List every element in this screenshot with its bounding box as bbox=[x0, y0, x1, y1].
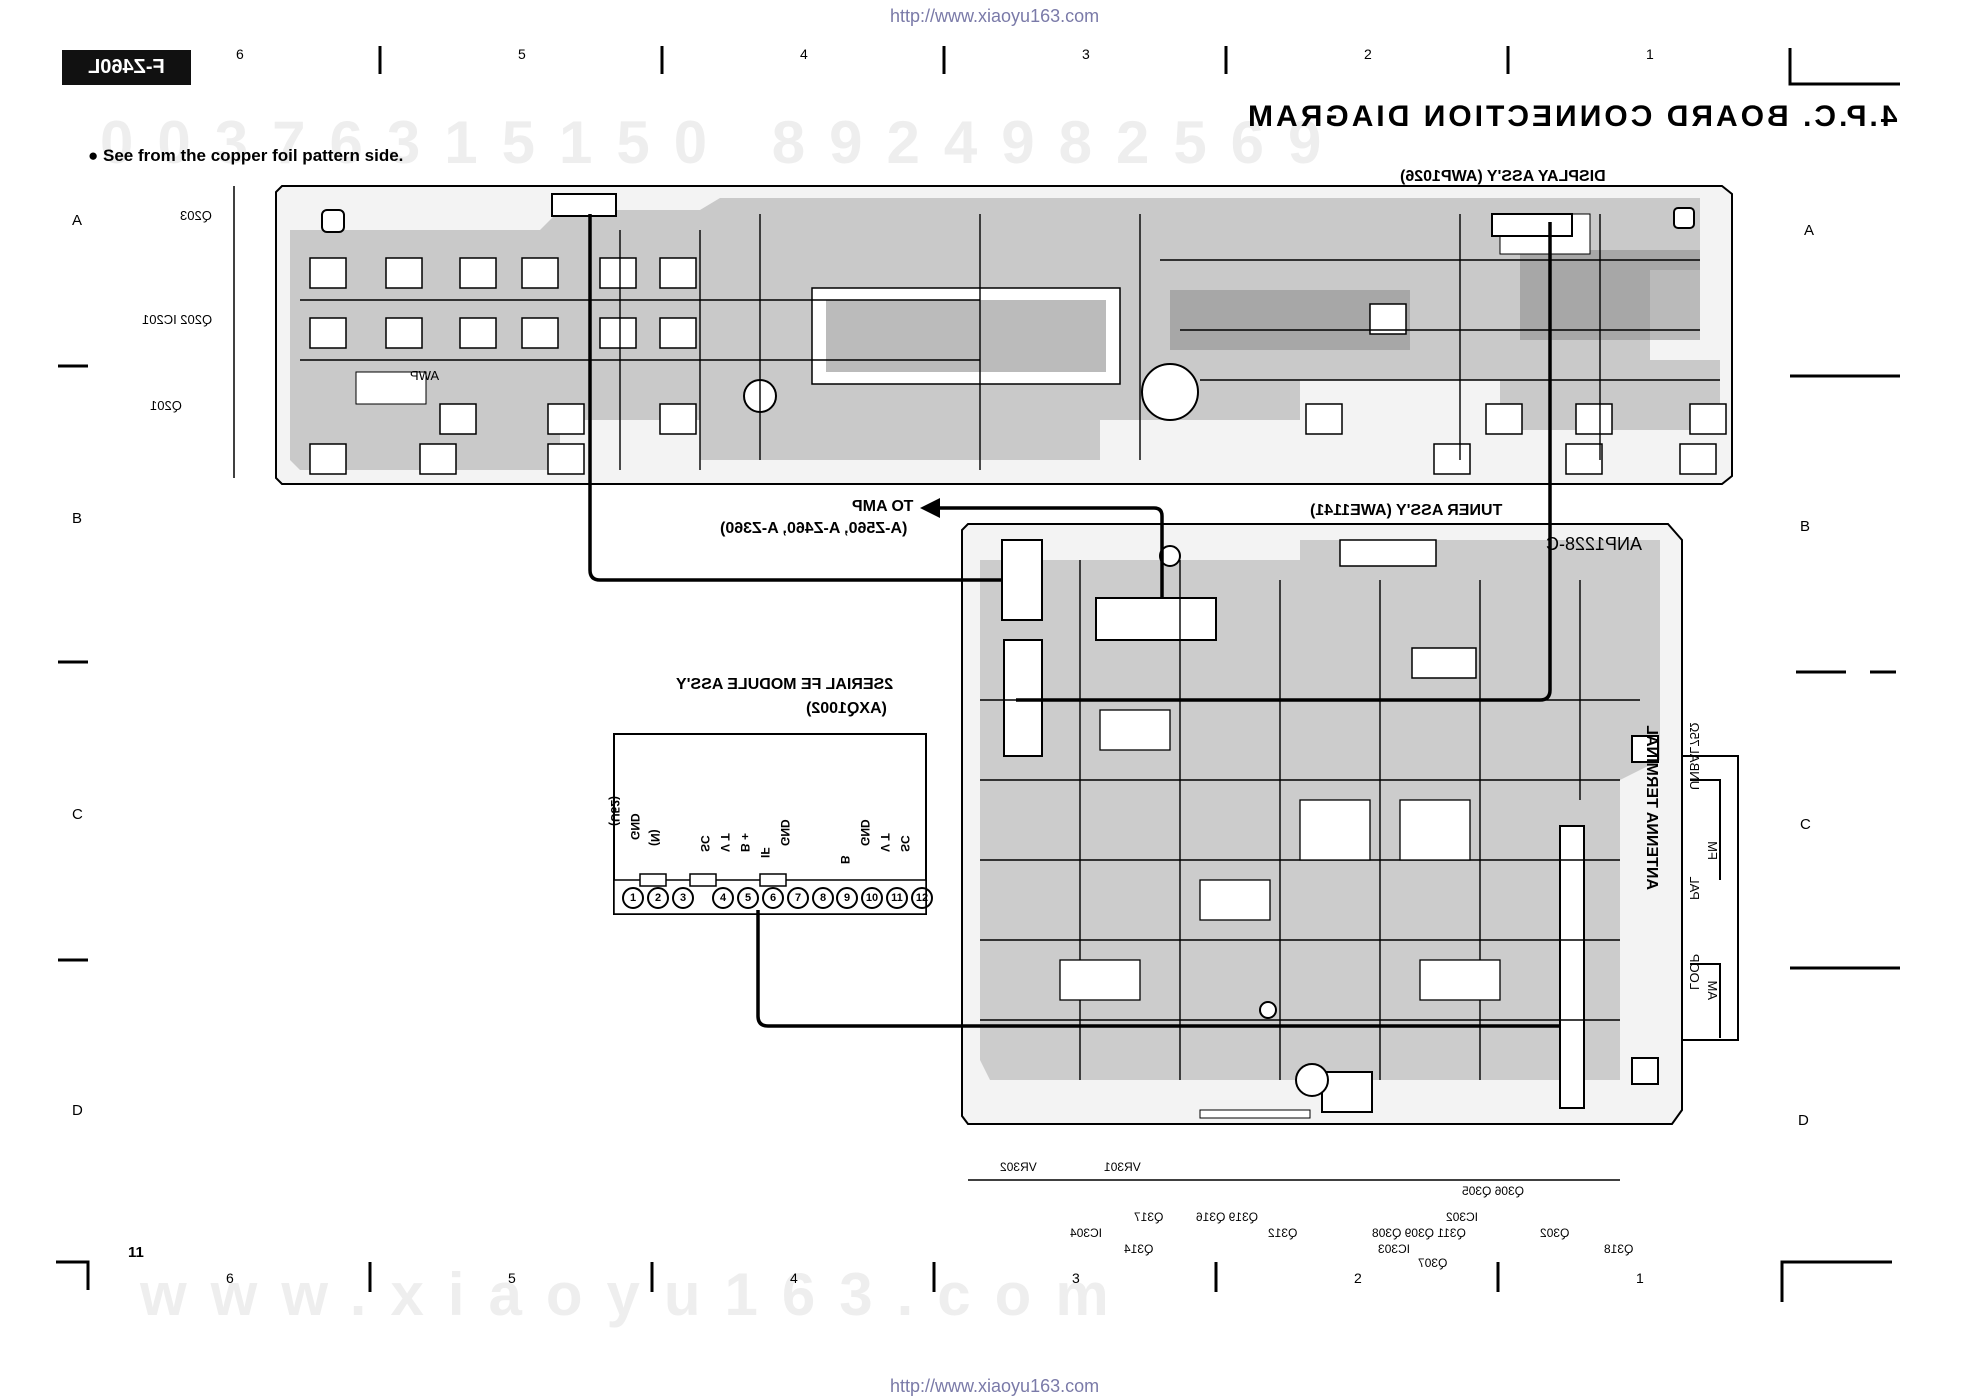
fe-pin-label-g3-0: B bbox=[838, 855, 852, 864]
fe-pin-3: 3 bbox=[672, 887, 694, 909]
fe-pin-12: 12 bbox=[911, 887, 933, 909]
ref-ic304: IC304 bbox=[1070, 1226, 1103, 1240]
tuner-assy-label: TUNER ASS'Y (AWE1141) bbox=[1310, 502, 1503, 519]
fe-pin-label-g1-2: (N) bbox=[648, 829, 662, 846]
ref-q307: Q307 bbox=[1418, 1256, 1448, 1270]
fe-pin-10: 10 bbox=[861, 887, 883, 909]
tuner-board-marking: ANP1228-C bbox=[1546, 534, 1643, 554]
fe-module-title: 2SERIAL FE MODULE ASS'Y bbox=[676, 676, 894, 693]
page-number: 11 bbox=[128, 1244, 144, 1261]
ref-q317: Q317 bbox=[1134, 1210, 1164, 1224]
grid-bottom-1: 1 bbox=[1636, 1270, 1644, 1286]
ref-q311-q309-q308: Q311 Q309 Q308 bbox=[1372, 1226, 1466, 1240]
fe-pin-8: 8 bbox=[812, 887, 834, 909]
cable-fe-to-tuner bbox=[756, 910, 1560, 1028]
grid-bottom-6: 6 bbox=[226, 1270, 234, 1286]
right-border-ticks bbox=[1790, 374, 1900, 970]
fe-pin-11: 11 bbox=[886, 887, 908, 909]
grid-right-b: B bbox=[1800, 518, 1811, 535]
grid-top-1: 1 bbox=[1646, 46, 1654, 62]
fm-label: FM bbox=[1705, 841, 1720, 860]
to-amp-models-label: (A-Z560, A-Z460, A-Z360) bbox=[720, 520, 908, 537]
ref-q312: Q312 bbox=[1268, 1226, 1298, 1240]
am-sub-label: LOOP bbox=[1687, 953, 1702, 990]
fe-pin-5: 5 bbox=[737, 887, 759, 909]
grid-top-5: 5 bbox=[518, 46, 526, 62]
pal-label: PAL bbox=[1687, 876, 1702, 900]
cable-display-to-tuner-right bbox=[1016, 222, 1552, 702]
grid-right-c: C bbox=[1800, 816, 1811, 833]
grid-top-3: 3 bbox=[1082, 46, 1090, 62]
fe-pin-label-g2-0: SC bbox=[698, 835, 712, 852]
fe-pin-label-g3-1: GND bbox=[858, 819, 872, 846]
watermark-bottom: www.xiaoyu163.com bbox=[140, 1261, 1133, 1328]
bottom-grid-ticks bbox=[368, 1262, 1500, 1292]
antenna-terminal-label: ANTENNA TERMINAL bbox=[1643, 725, 1660, 890]
ref-q318: Q318 bbox=[1604, 1242, 1634, 1256]
ref-q302: Q302 bbox=[1540, 1226, 1570, 1240]
grid-left-a: A bbox=[72, 212, 83, 229]
to-amp-label: TO AMP bbox=[852, 498, 914, 515]
to-amp-arrow bbox=[920, 498, 940, 518]
top-grid-ticks bbox=[378, 46, 1510, 74]
grid-left-d: D bbox=[72, 1102, 83, 1119]
fe-pin-group-3: 9 10 11 12 bbox=[836, 887, 936, 909]
fe-pin-label-g1-0: (U52) bbox=[608, 795, 622, 826]
fe-pin-group-1: 1 2 3 bbox=[622, 887, 697, 909]
fe-pin-label-g2-2: B + bbox=[738, 832, 752, 852]
corner-bottom-right bbox=[1780, 1260, 1892, 1302]
corner-bottom-left bbox=[56, 1260, 90, 1290]
fe-pin-label-g2-3: IF bbox=[758, 847, 772, 858]
am-label: AM bbox=[1705, 980, 1720, 1001]
antenna-terminal bbox=[1682, 755, 1739, 1041]
fe-pin-2: 2 bbox=[647, 887, 669, 909]
ref-q306-q305: Q306 Q305 bbox=[1462, 1184, 1525, 1198]
fe-pin-group-2: 4 5 6 7 8 bbox=[712, 887, 837, 909]
fe-pin-7: 7 bbox=[787, 887, 809, 909]
grid-bottom-2: 2 bbox=[1354, 1270, 1362, 1286]
fe-pin-1: 1 bbox=[622, 887, 644, 909]
watermark-top: 00376315150 8924982569 bbox=[100, 109, 1346, 176]
display-assy-label: DISPLAY ASS'Y (AWP1026) bbox=[1400, 168, 1606, 185]
cable-to-amp bbox=[936, 506, 1164, 598]
grid-top-4: 4 bbox=[800, 46, 808, 62]
grid-top-6: 6 bbox=[236, 46, 244, 62]
model-badge: F-Z460L bbox=[62, 50, 191, 85]
tuner-board bbox=[961, 523, 1683, 1125]
fe-pin-label-g3-2: V T bbox=[878, 833, 892, 852]
cables bbox=[588, 214, 1560, 1028]
corner-top-right bbox=[1788, 48, 1900, 86]
grid-right-d: D bbox=[1798, 1112, 1809, 1129]
grid-top-2: 2 bbox=[1364, 46, 1372, 62]
grid-bottom-4: 4 bbox=[790, 1270, 798, 1286]
grid-bottom-3: 3 bbox=[1072, 1270, 1080, 1286]
grid-bottom-5: 5 bbox=[508, 1270, 516, 1286]
board-marking-awp: AWP bbox=[410, 368, 440, 383]
fm-sub-label: UNBAL75Ω bbox=[1687, 722, 1702, 790]
grid-left-b: B bbox=[72, 510, 83, 527]
grid-right-a: A bbox=[1804, 222, 1815, 239]
cable-display-to-tuner bbox=[588, 214, 1002, 582]
display-board bbox=[275, 185, 1733, 485]
left-border-ticks bbox=[58, 364, 88, 962]
grid-left-c: C bbox=[72, 806, 83, 823]
ref-ic303: IC303 bbox=[1378, 1242, 1411, 1256]
ref-vr301: VR301 bbox=[1104, 1160, 1141, 1174]
copper-side-note: ● See from the copper foil pattern side. bbox=[88, 146, 404, 165]
ref-vr302: VR302 bbox=[1000, 1160, 1037, 1174]
fe-pin-label-g3-3: SC bbox=[898, 835, 912, 852]
ref-q319-q316: Q319 Q316 bbox=[1196, 1210, 1259, 1224]
fe-module-part: (AXQ1002) bbox=[806, 700, 887, 717]
ref-ic302: IC302 bbox=[1446, 1210, 1479, 1224]
ref-q314: Q314 bbox=[1124, 1242, 1154, 1256]
bottom-url[interactable]: http://www.xiaoyu163.com bbox=[890, 1376, 1100, 1396]
top-url[interactable]: http://www.xiaoyu163.com bbox=[890, 6, 1100, 26]
fe-pin-label-g1-1: GND bbox=[628, 813, 642, 840]
fe-pin-label-g2-4: GND bbox=[778, 819, 792, 846]
fe-pin-4: 4 bbox=[712, 887, 734, 909]
fe-pin-6: 6 bbox=[762, 887, 784, 909]
fe-pin-label-g2-1: V T bbox=[718, 833, 732, 852]
fe-pin-9: 9 bbox=[836, 887, 858, 909]
